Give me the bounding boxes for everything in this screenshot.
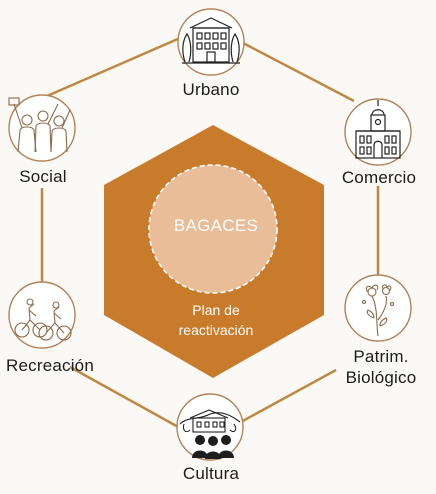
node-comercio-label: Comercio: [341, 168, 417, 187]
connector-patrimonio-cultura: [238, 368, 337, 425]
center-title: BAGACES: [173, 216, 259, 235]
center-subtitle-line1: Plan de: [192, 302, 240, 318]
node-patrimonio-icon: [344, 274, 412, 342]
connector-cultura-recreacion: [69, 365, 181, 430]
cyclists-icon: [14, 298, 72, 341]
node-comercio-icon: [344, 98, 412, 166]
node-recreacion-icon: [8, 281, 76, 349]
church-tower-icon: [355, 100, 401, 159]
flower-icon: [361, 284, 395, 337]
node-social-icon: [8, 94, 76, 162]
center-subtitle: Plan de reactivación: [146, 300, 286, 340]
node-social-label: Social: [19, 167, 67, 186]
colonial-building-icon: [182, 17, 240, 64]
connector-social-urbano: [46, 36, 181, 98]
node-patrimonio-label: Patrim. Biológico: [335, 346, 427, 388]
central-circle: [148, 164, 278, 294]
people-silhouettes: [192, 435, 234, 459]
node-cultura-icon: [176, 393, 244, 461]
node-urbano-label: Urbano: [182, 80, 240, 99]
node-patrimonio-label-line1: Patrim.: [353, 347, 409, 366]
center-subtitle-line2: reactivación: [178, 322, 254, 338]
village-people-icon: [179, 409, 241, 433]
crowd-icon: [8, 97, 71, 153]
connector-urbano-comercio: [242, 41, 355, 103]
connector-lines: [40, 36, 380, 430]
node-urbano-icon: [177, 8, 245, 76]
node-patrimonio-label-line2: Biológico: [345, 368, 417, 387]
node-recreacion-label: Recreación: [6, 356, 94, 375]
node-cultura-label: Cultura: [182, 464, 240, 483]
